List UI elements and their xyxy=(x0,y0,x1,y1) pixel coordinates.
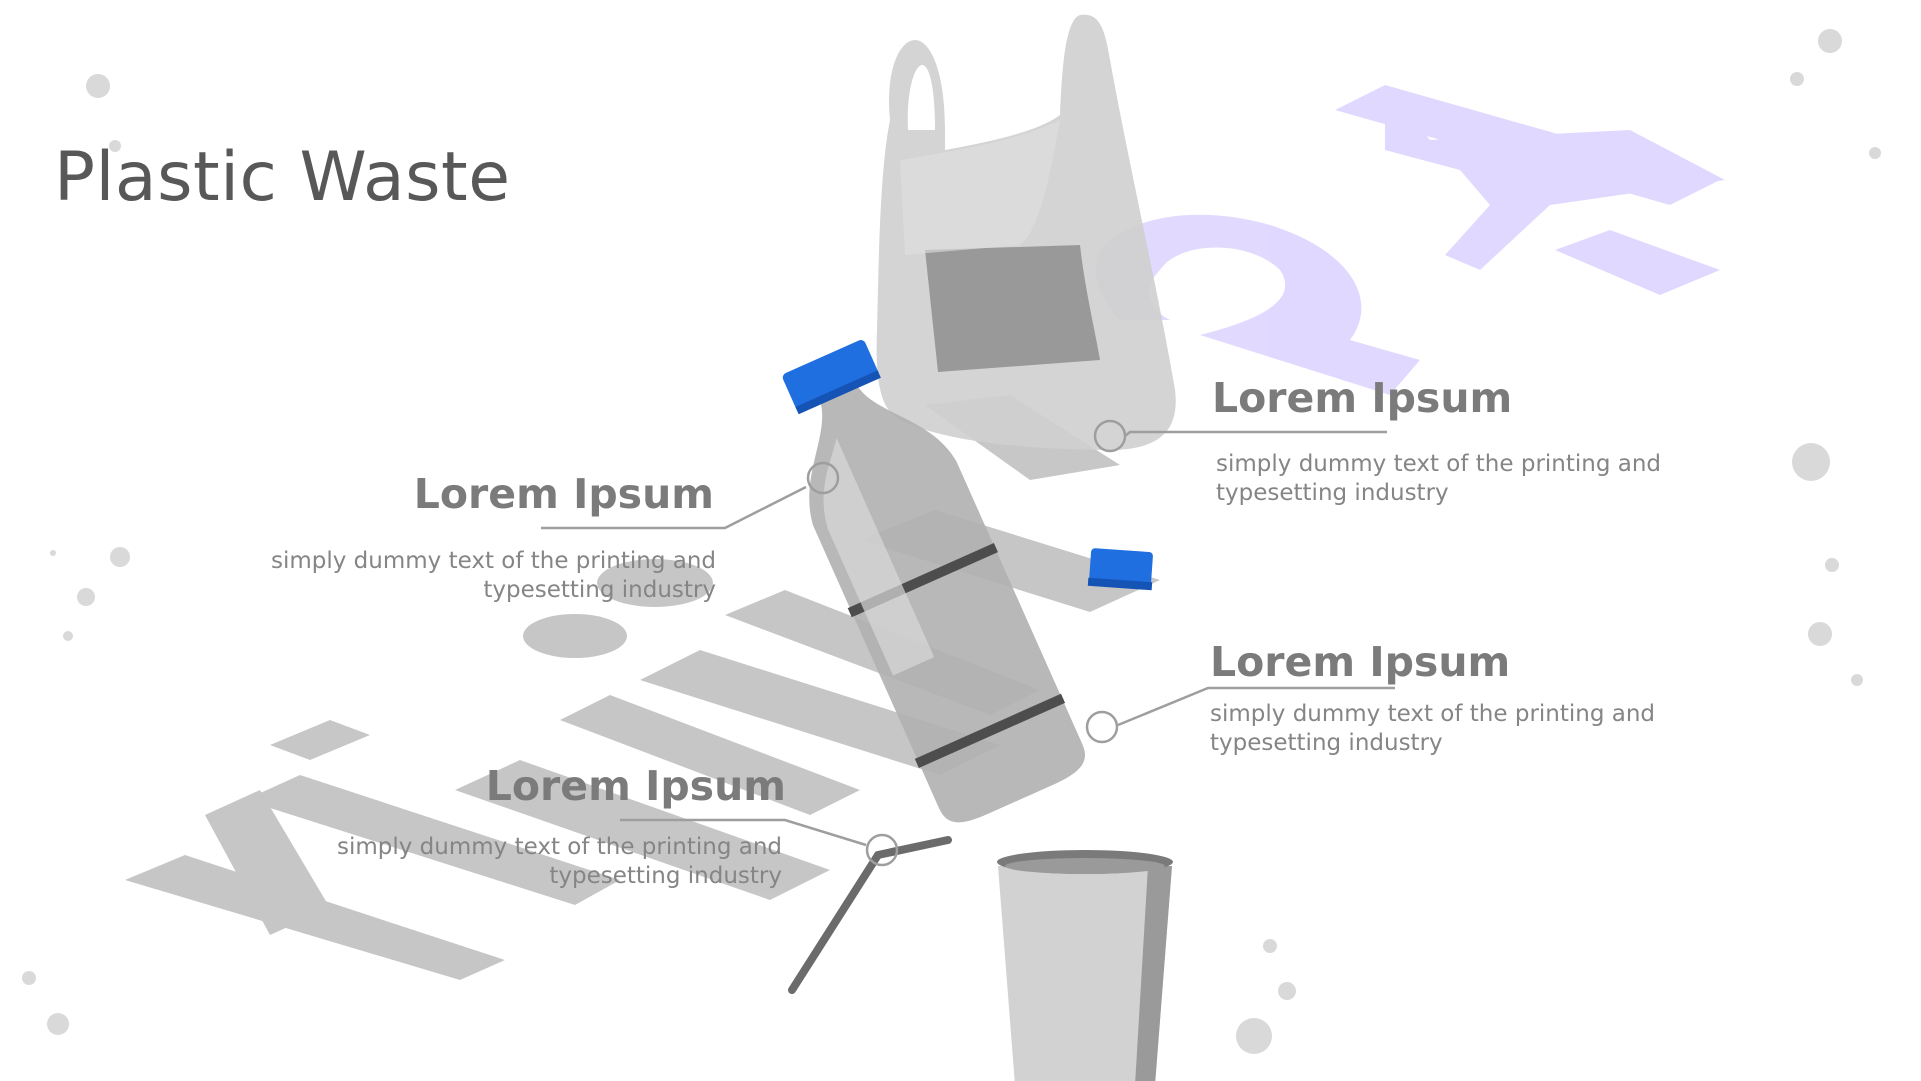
drinking-straw-icon xyxy=(788,836,952,994)
callout-4-title: Lorem Ipsum xyxy=(485,762,786,810)
page-title: Plastic Waste xyxy=(54,138,511,217)
plastic-bag-icon xyxy=(876,14,1176,451)
callout-4-description: simply dummy text of the printing and ty… xyxy=(336,834,782,889)
plastic-bottle-icon xyxy=(782,340,1085,823)
callout-3-title: Lorem Ipsum xyxy=(1210,638,1511,686)
callout-3-description: simply dummy text of the printing and ty… xyxy=(1210,701,1656,756)
bottle-cap-icon xyxy=(1087,548,1153,591)
callout-leaders xyxy=(541,419,1395,867)
callout-2-title: Lorem Ipsum xyxy=(1212,374,1513,422)
callout-1-title: Lorem Ipsum xyxy=(413,470,714,518)
decorative-dots xyxy=(22,29,1881,1054)
watermark-digits xyxy=(1096,85,1725,395)
callout-2-description: simply dummy text of the printing and ty… xyxy=(1216,451,1662,506)
bottle-cap-icon xyxy=(782,340,879,412)
callout-1-description: simply dummy text of the printing and ty… xyxy=(270,548,716,603)
plastic-cup-icon xyxy=(997,850,1173,1081)
